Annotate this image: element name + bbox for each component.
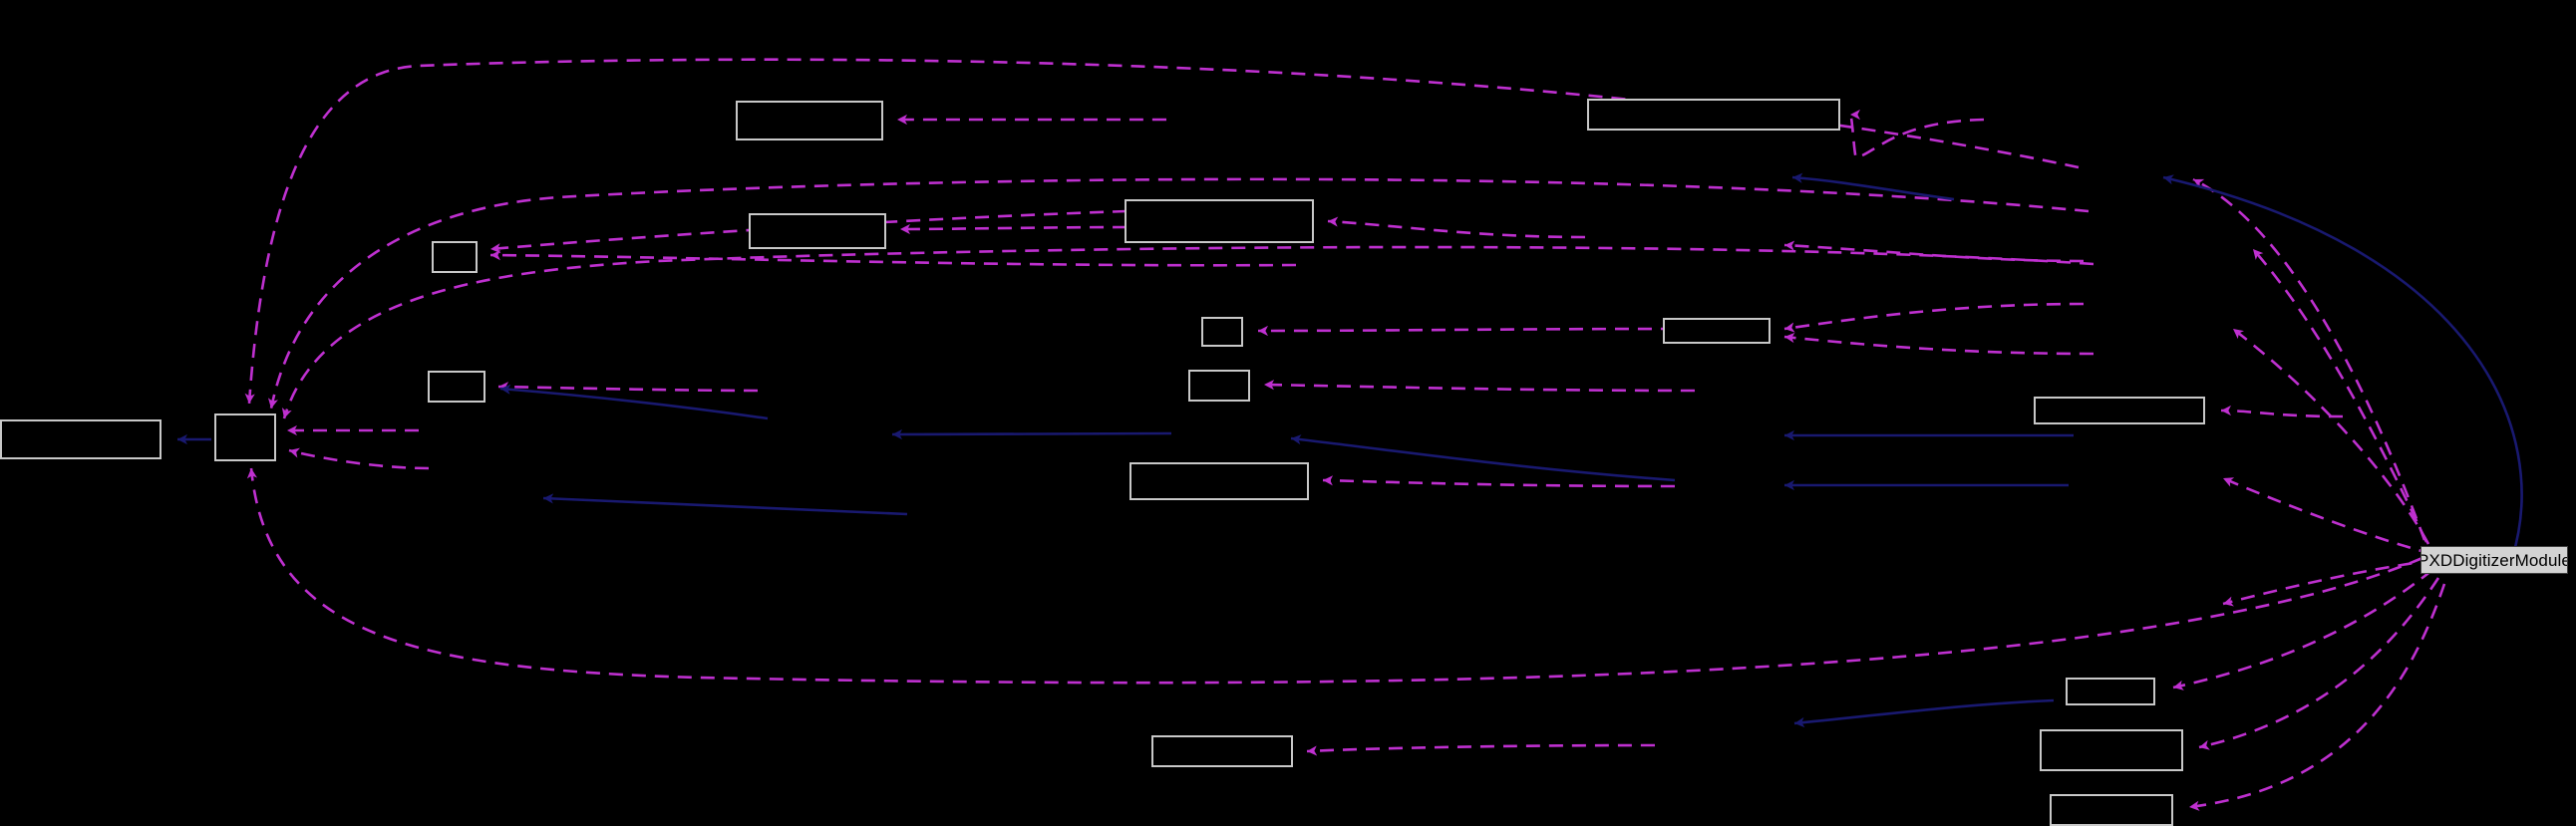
graph-node[interactable] — [2034, 397, 2205, 424]
graph-node[interactable] — [1663, 318, 1771, 344]
graph-node[interactable] — [1188, 370, 1250, 402]
graph-node[interactable] — [1587, 99, 1840, 131]
graph-node[interactable] — [2066, 678, 2155, 705]
root-node-label: PXDDigitizerModule — [2420, 550, 2568, 570]
graph-node[interactable] — [432, 241, 478, 273]
graph-node[interactable] — [736, 101, 883, 140]
graph-node[interactable] — [0, 419, 161, 459]
dashed-edges — [244, 58, 2446, 811]
graph-node[interactable] — [428, 371, 485, 403]
solid-edges — [177, 172, 2523, 728]
graph-node[interactable] — [1201, 317, 1243, 347]
graph-node[interactable] — [2040, 729, 2183, 771]
graph-node[interactable] — [1125, 199, 1314, 243]
graph-node[interactable] — [2050, 794, 2173, 826]
graph-node[interactable] — [1129, 462, 1309, 500]
graph-node[interactable] — [749, 213, 886, 249]
graph-node[interactable] — [214, 413, 276, 461]
graph-node[interactable] — [1151, 735, 1293, 767]
graph-node-root[interactable]: PXDDigitizerModule — [2420, 546, 2568, 574]
